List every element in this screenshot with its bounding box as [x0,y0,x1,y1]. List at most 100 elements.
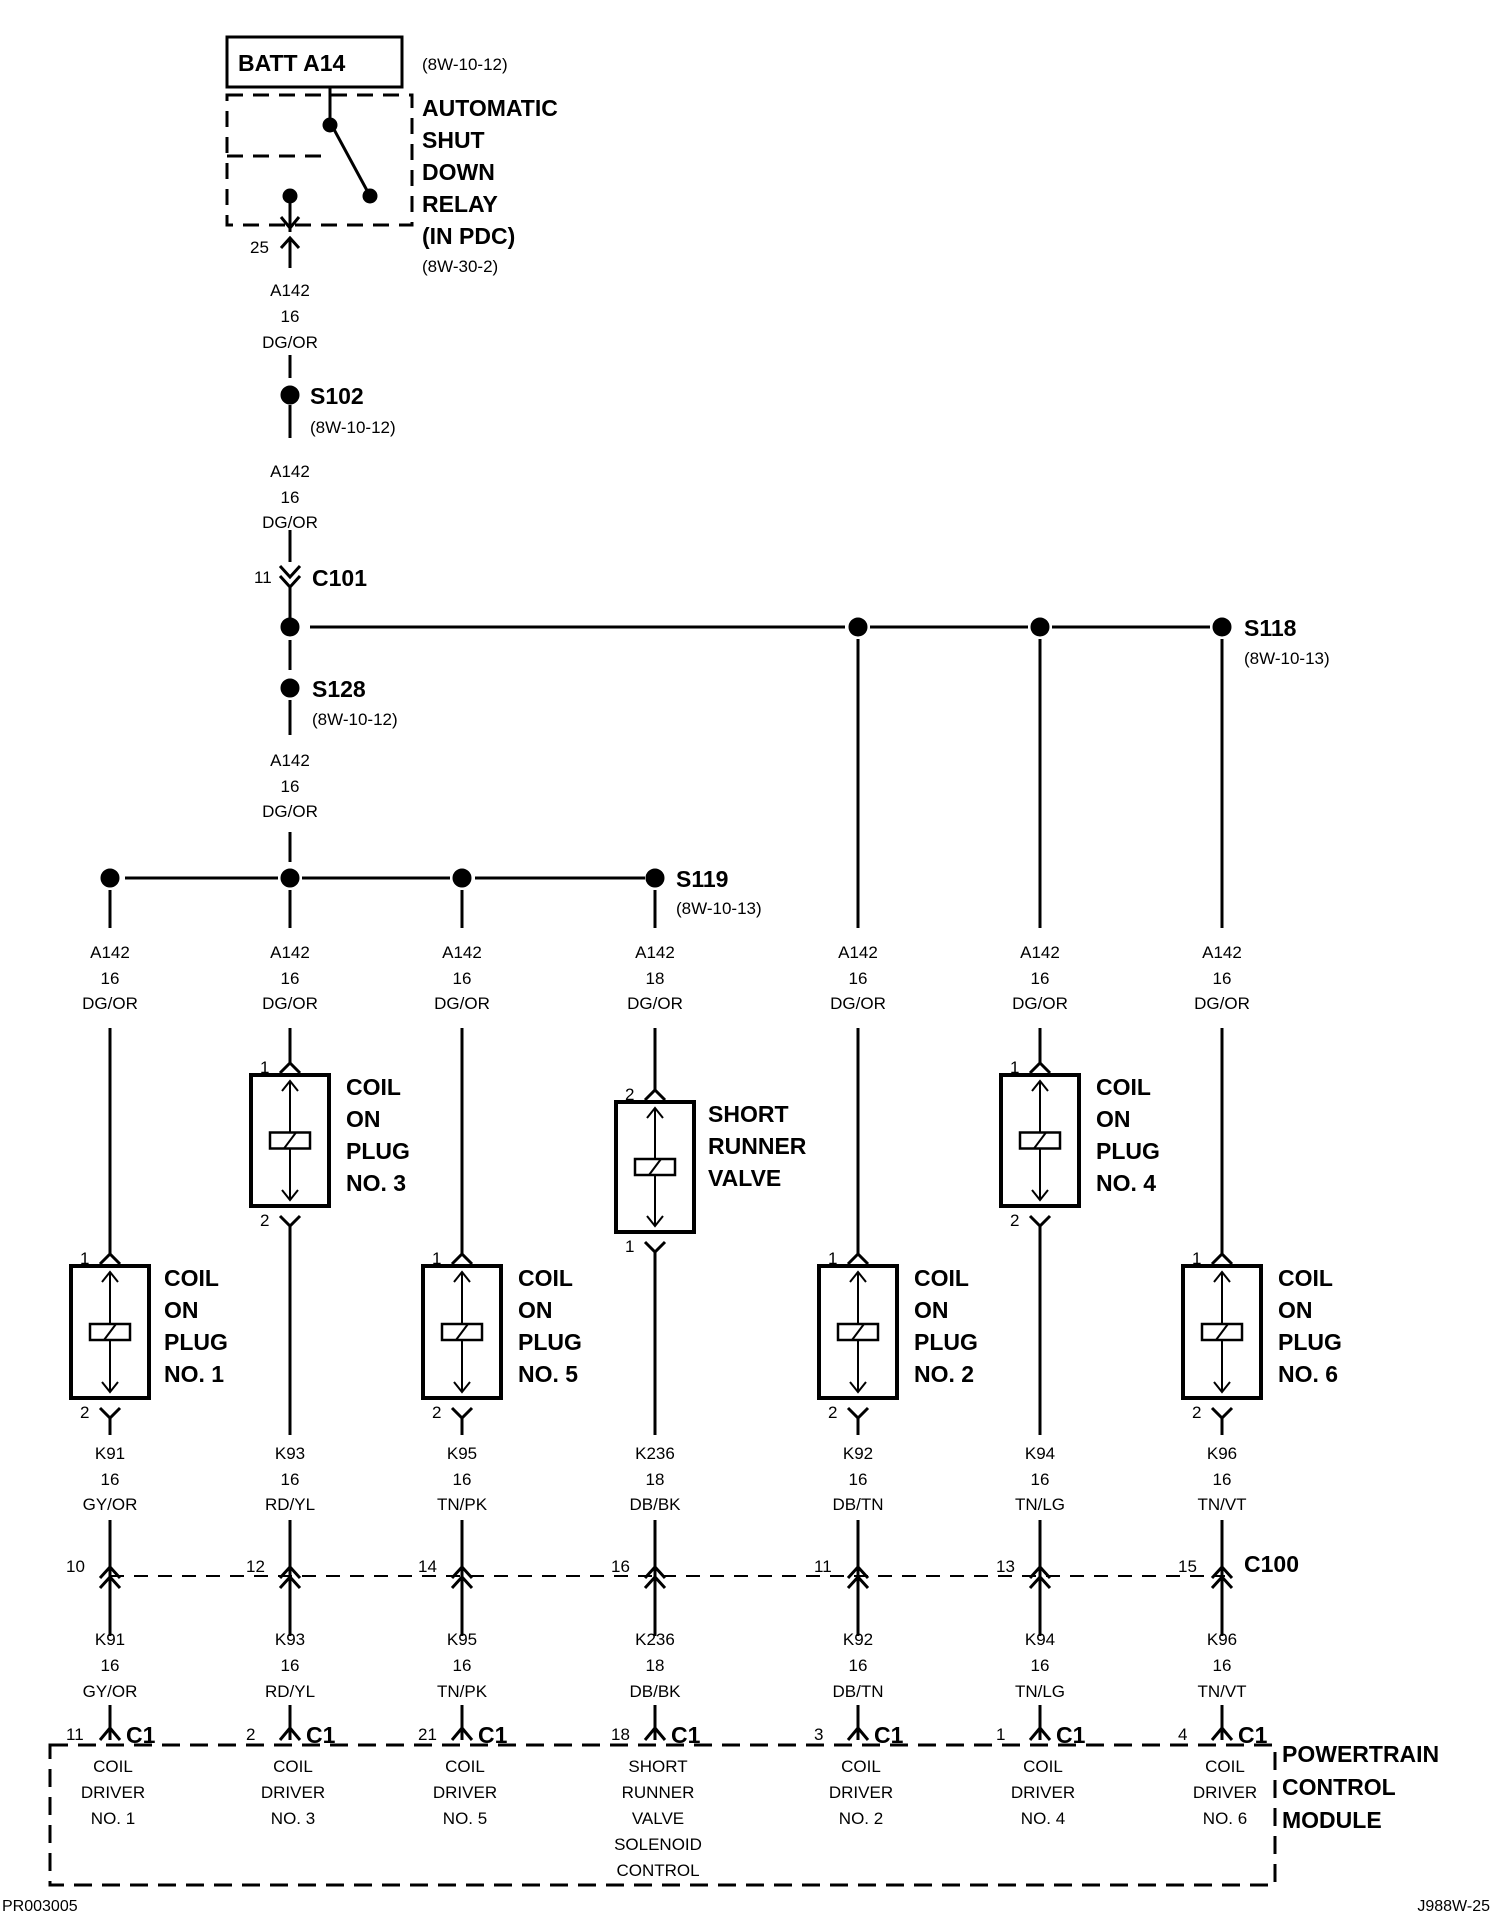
branch-0-pcm-conn: C1 [126,1722,156,1748]
branch-1-bottom-gauge: 16 [281,1470,300,1489]
branch-5-component-label-1: ON [1096,1106,1131,1132]
branch-4-pcm-label-0: COIL [841,1757,881,1776]
trunk-wire-circuit-3: A142 [270,751,310,770]
branch-1-pcm-pin: 2 [246,1725,255,1744]
branch-2-pcm-label-2: NO. 5 [443,1809,487,1828]
branch-4-pcm-conn: C1 [874,1722,904,1748]
trunk-wire-color-2: DG/OR [262,513,318,532]
branch-2-coil-slash [455,1323,469,1341]
branch-6-component-label-1: ON [1278,1297,1313,1323]
branch-5-pcm-pin-connector [1028,1725,1052,1741]
branch-0-pcm-label-2: NO. 1 [91,1809,135,1828]
branch-2-component-box [421,1264,503,1400]
branch-1-bottom-circuit: K93 [275,1444,305,1463]
branch-2-component-label-3: NO. 5 [518,1361,578,1387]
branch-6-pcm-gauge: 16 [1213,1656,1232,1675]
branch-0-pcm-pin: 11 [66,1725,84,1744]
splice-s102-ref: (8W-10-12) [310,418,396,437]
branch-0-c100-chevron-2 [98,1574,122,1590]
branch-1-pcm-label-1: DRIVER [261,1783,325,1802]
branch-2-pcm-pin: 21 [418,1725,437,1744]
relay-name-line-0: AUTOMATIC [422,95,558,121]
branch-5-pcm-label-2: NO. 4 [1021,1809,1065,1828]
branch-2-pcm-gauge: 16 [453,1656,472,1675]
relay-output-arrow [279,216,301,231]
bus-dot-branch-5 [848,617,868,637]
splice-s118-dot [1212,617,1232,637]
branch-2-component-label-0: COIL [518,1265,573,1291]
branch-3-pcm-label-1: RUNNER [622,1783,695,1802]
branch-6-component-box [1181,1264,1263,1400]
branch-4-top-gauge: 16 [849,969,868,988]
branch-4-pcm-pin-connector [846,1725,870,1741]
branch-0-bottom-color: GY/OR [83,1495,138,1514]
c101-pin-label: 11 [254,568,272,587]
branch-2-component-label-1: ON [518,1297,553,1323]
branch-1-bottom-pin-connector [278,1214,302,1229]
branch-3-coil-arrow-down [646,1215,664,1228]
branch-1-pcm-color: RD/YL [265,1682,315,1701]
branch-4-pcm-pin: 3 [814,1725,823,1744]
branch-2-coil-arrow-up [453,1270,471,1283]
branch-6-bottom-gauge: 16 [1213,1470,1232,1489]
branch-6-top-pin: 1 [1192,1249,1201,1268]
branch-5-coil-slash [1033,1131,1047,1150]
branch-2-coil-arrow-down [453,1381,471,1394]
branch-2-bottom-pin: 2 [432,1403,441,1422]
branch-5-component-label-3: NO. 4 [1096,1170,1156,1196]
branch-2-c100-chevron-1 [450,1564,474,1580]
branch-2-pcm-circuit: K95 [447,1630,477,1649]
branch-1-top-pin: 1 [260,1058,269,1077]
branch-5-coil-arrow-down [1031,1189,1049,1202]
branch-5-top-gauge: 16 [1031,969,1050,988]
splice-s119-dot [645,868,665,888]
splice-s128-dot [280,678,300,698]
branch-3-pcm-pin-connector [643,1725,667,1741]
branch-3-component-label-0: SHORT [708,1101,789,1127]
branch-1-pcm-conn: C1 [306,1722,336,1748]
relay-name-line-4: (IN PDC) [422,223,515,249]
branch-4-component-label-0: COIL [914,1265,969,1291]
branch-3-component-label-2: VALVE [708,1165,781,1191]
branch-2-top-pin: 1 [432,1249,441,1268]
splice-s119-ref: (8W-10-13) [676,899,762,918]
branch-3-coil-arrow-up [646,1106,664,1119]
branch-6-pcm-color: TN/VT [1197,1682,1246,1701]
trunk-wire-color-1: DG/OR [262,333,318,352]
branch-1-component-label-2: PLUG [346,1138,410,1164]
branch-5-c100-chevron-2 [1028,1574,1052,1590]
branch-5-top-pin: 1 [1010,1058,1019,1077]
branch-3-top-pin-connector [643,1087,667,1102]
branch-3-pcm-label-4: CONTROL [616,1861,699,1880]
branch-5-component-box [999,1073,1081,1208]
bus-dot-branch-2 [452,868,472,888]
branch-0-pcm-label-0: COIL [93,1757,133,1776]
splice-s119-label: S119 [676,866,728,892]
branch-3-pcm-label-0: SHORT [628,1757,687,1776]
relay-contact-dot [362,188,378,204]
bus-dot-branch-6 [1030,617,1050,637]
splice-s118-ref: (8W-10-13) [1244,649,1330,668]
branch-1-top-gauge: 16 [281,969,300,988]
branch-6-bottom-pin: 2 [1192,1403,1201,1422]
branch-2-pcm-label-1: DRIVER [433,1783,497,1802]
splice-s102-label: S102 [310,383,364,409]
branch-2-pcm-color: TN/PK [437,1682,488,1701]
branch-1-pcm-label-2: NO. 3 [271,1809,315,1828]
branch-3-bottom-pin: 1 [625,1237,634,1256]
branch-5-coil-arrow-up [1031,1079,1049,1092]
branch-1-c100-pin: 12 [246,1557,265,1576]
branch-1-top-pin-connector [278,1060,302,1075]
branch-2-bottom-circuit: K95 [447,1444,477,1463]
branch-1-coil-arrow-up [281,1079,299,1092]
branch-3-bottom-pin-connector [643,1240,667,1255]
branch-5-pcm-pin: 1 [996,1725,1005,1744]
branch-1-c100-chevron-2 [278,1574,302,1590]
branch-4-coil-arrow-down [849,1381,867,1394]
branch-1-c100-chevron-1 [278,1564,302,1580]
branch-5-bottom-pin-connector [1028,1214,1052,1229]
branch-4-component-label-2: PLUG [914,1329,978,1355]
trunk-wire-gauge-2: 16 [281,488,300,507]
branch-4-bottom-color: DB/TN [833,1495,884,1514]
relay-name-line-1: SHUT [422,127,485,153]
